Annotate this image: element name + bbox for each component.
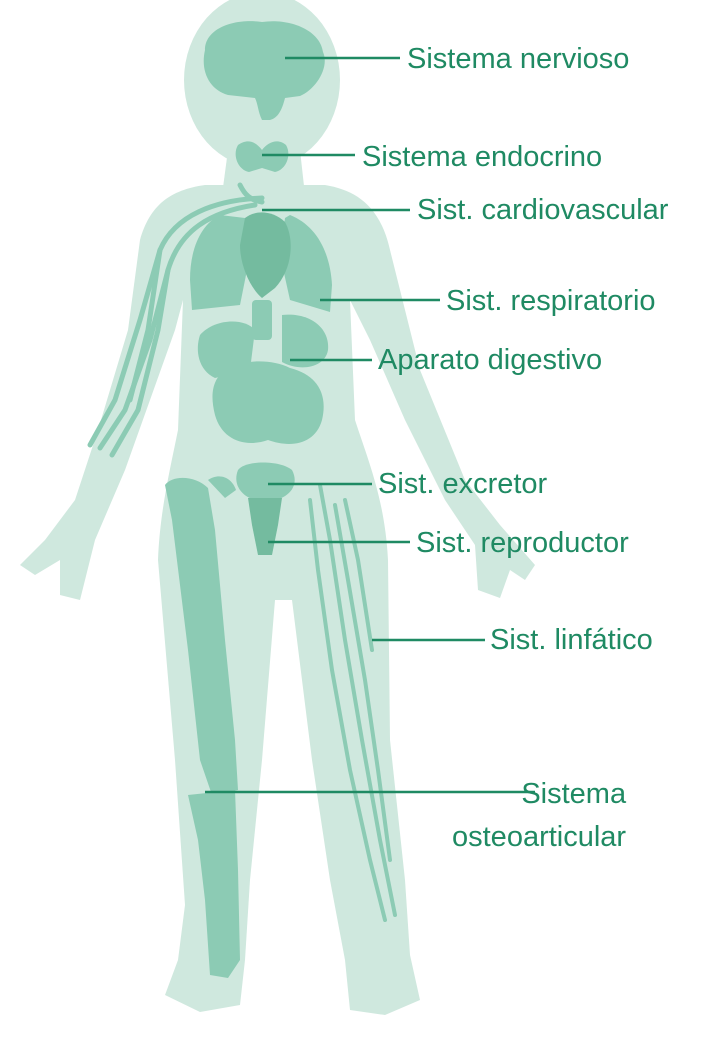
label-sistema-endocrino: Sistema endocrino (362, 140, 602, 174)
label-sist-excretor: Sist. excretor (378, 467, 547, 501)
label-sist-reproductor: Sist. reproductor (416, 526, 629, 560)
label-sist-cardiovascular: Sist. cardiovascular (417, 193, 668, 227)
label-sistema-nervioso: Sistema nervioso (407, 42, 629, 76)
label-sist-respiratorio: Sist. respiratorio (446, 284, 656, 318)
label-sistema-osteoarticular: Sistema osteoarticular (452, 773, 626, 859)
label-aparato-digestivo: Aparato digestivo (378, 343, 602, 377)
label-sist-linfatico: Sist. linfático (490, 623, 653, 657)
